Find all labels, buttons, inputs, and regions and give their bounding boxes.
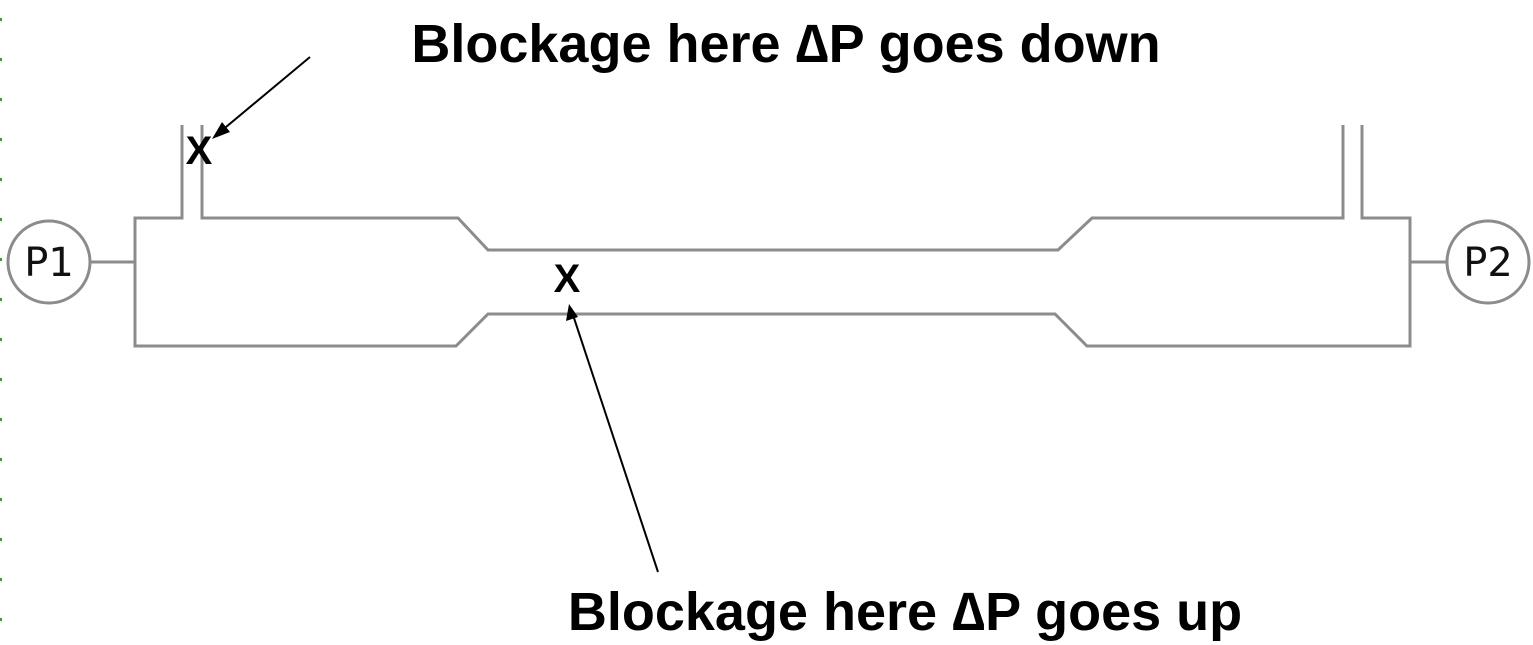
gauge-p2: P2 (1445, 219, 1531, 305)
left-edge-dots (0, 18, 2, 621)
bottom-annotation: Blockage here ∆P goes up (568, 582, 1242, 642)
top-annotation: Blockage here ∆P goes down (411, 14, 1160, 74)
gauge-p2-circle (1445, 219, 1531, 305)
gauge-p1-circle (6, 219, 92, 305)
top-pointer-arrow (212, 56, 311, 139)
tap-blockage-marker: X (186, 129, 213, 173)
gauge-p2-label: P2 (1463, 240, 1513, 286)
bottom-pointer-arrow (566, 304, 659, 573)
gauge-p1: P1 (6, 219, 92, 305)
throat-blockage-marker: X (554, 257, 581, 301)
venturi-lower-wall (133, 262, 1412, 348)
venturi-upper-wall (133, 125, 1412, 262)
gauge-p1-label: P1 (24, 240, 74, 286)
